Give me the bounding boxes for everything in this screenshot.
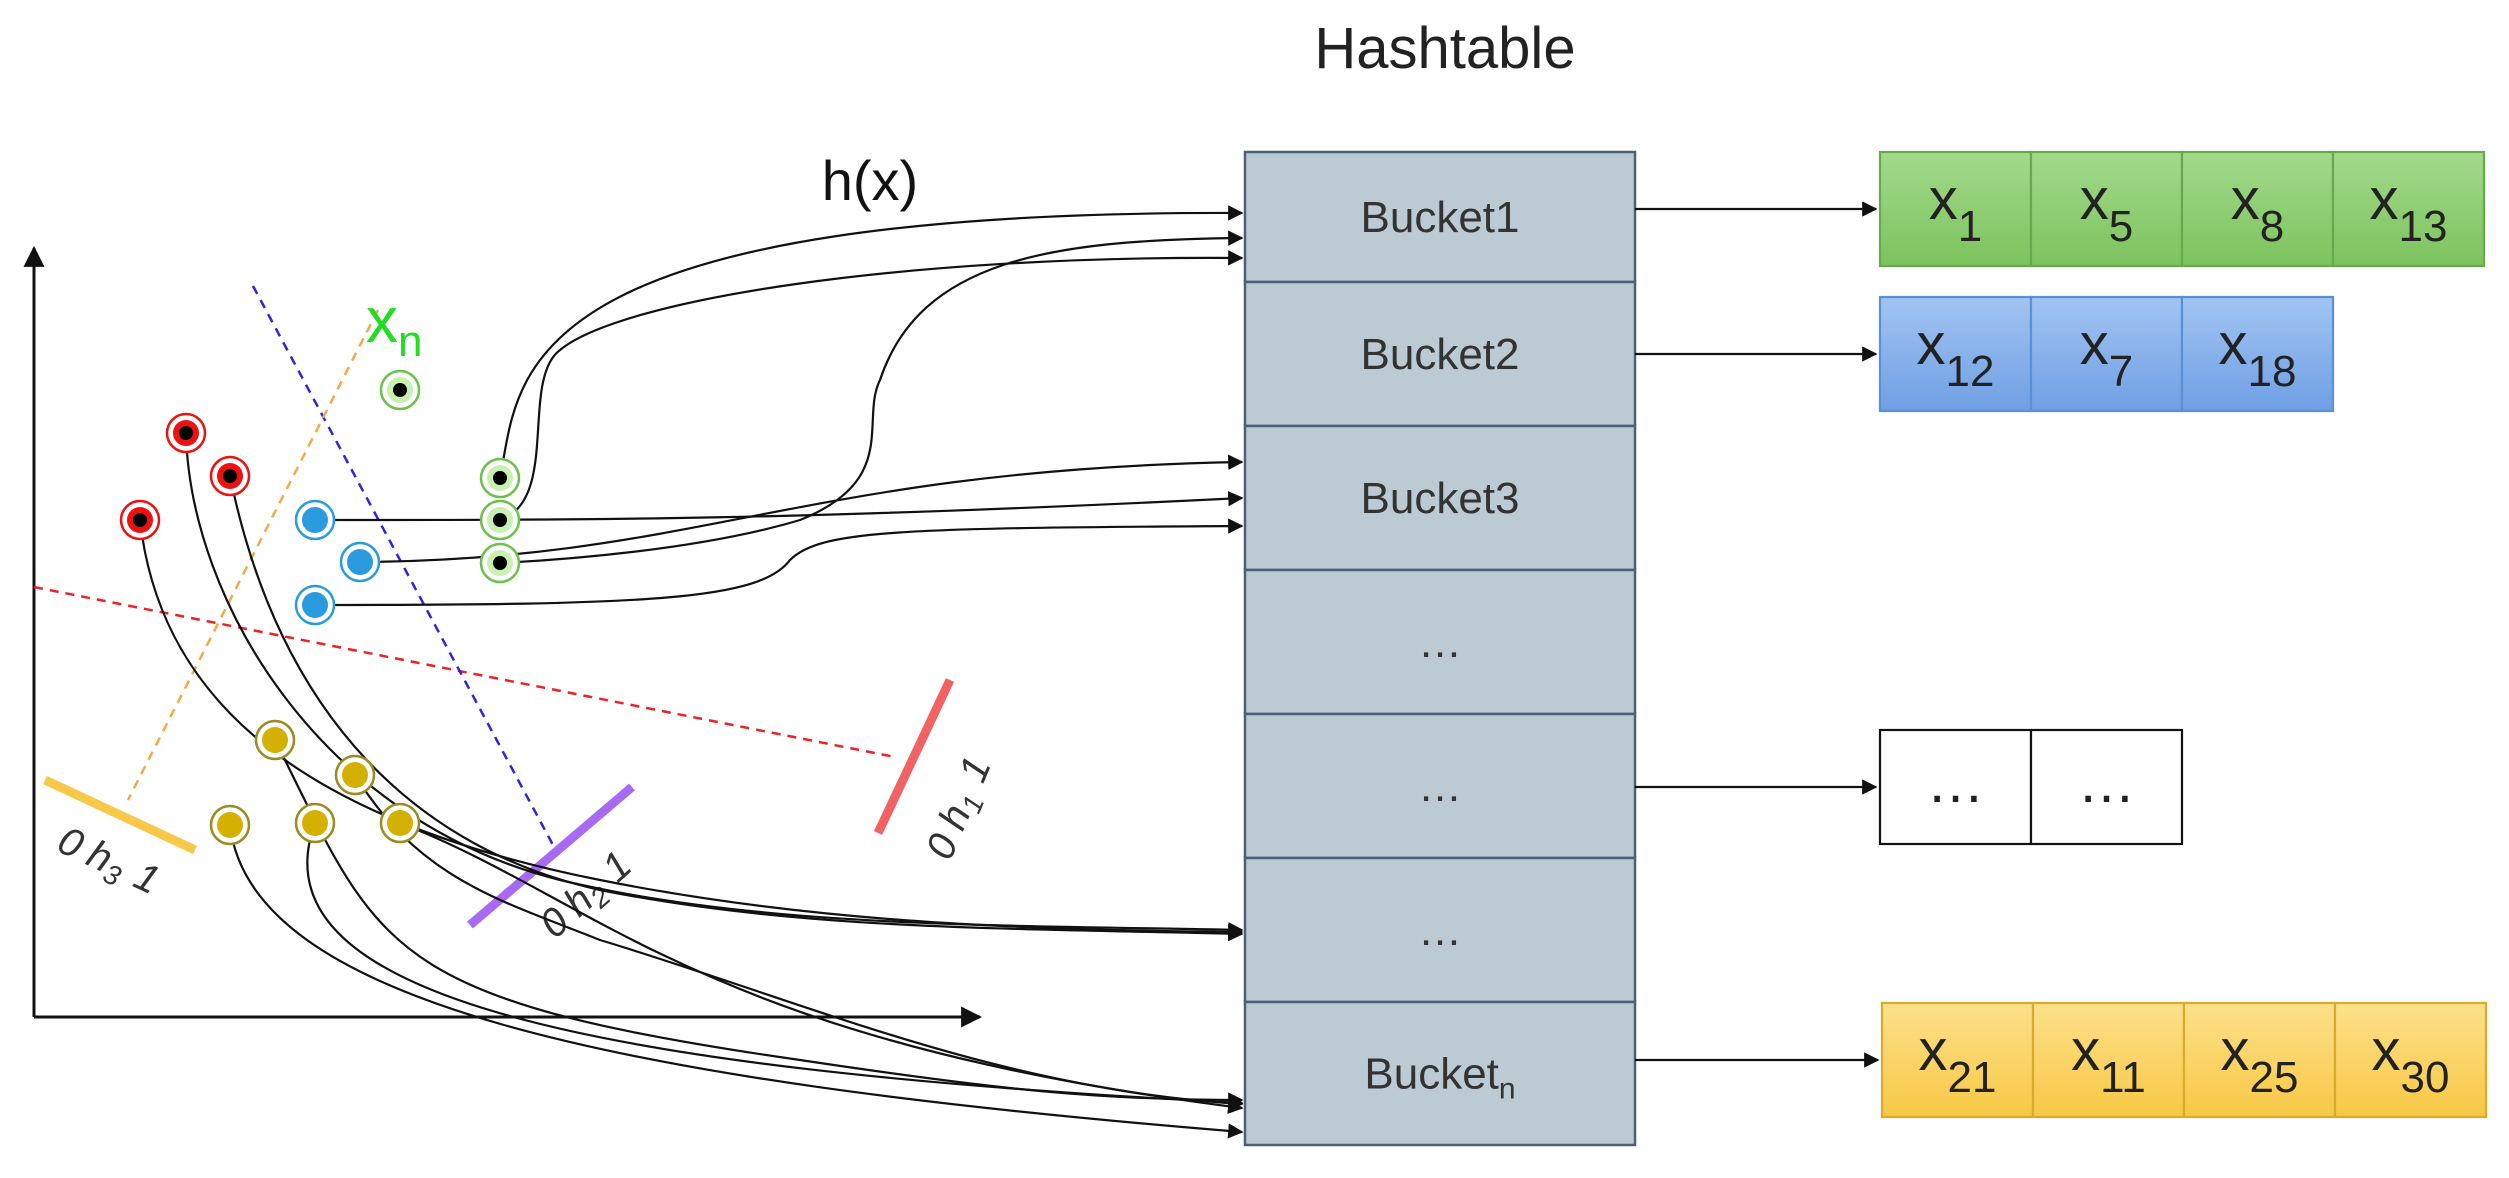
hyperplane-h2: [467, 783, 635, 929]
chain-cell: x30: [2333, 1001, 2488, 1119]
chain-green: x1 x5 x8 x13: [1635, 150, 2486, 268]
data-point: [379, 369, 421, 411]
chain-cell: x12: [1878, 295, 2033, 413]
curve-green-to-bucket1: [499, 250, 1244, 522]
bucket-row: …: [1243, 856, 1637, 1004]
chain-item-label: x21: [1919, 1018, 1997, 1102]
curve-green-to-bucket1: [499, 230, 1244, 565]
bucket-row: Bucket1: [1243, 150, 1637, 284]
bucket-row: …: [1243, 568, 1637, 716]
chain-item-label: x7: [2080, 312, 2133, 396]
curve-red-to-bucket6: [138, 519, 1244, 940]
bucket-label: Bucket3: [1361, 474, 1520, 523]
bucket-label: …: [1418, 762, 1462, 811]
data-point: [479, 542, 521, 584]
bucket-row: Bucket2: [1243, 280, 1637, 428]
data-point: [294, 584, 336, 626]
bucket-row: …: [1243, 712, 1637, 860]
curve-yellow-to-bucketn: [354, 774, 1244, 1111]
chain-item-label: …: [1927, 750, 1985, 815]
hyperplane-normals: [33, 285, 896, 846]
purple-dashed-line: [251, 285, 555, 846]
hyperplane-h1: [873, 678, 955, 835]
chain-item-label: x8: [2231, 167, 2284, 251]
chain-blue: x12 x7 x18: [1635, 295, 2335, 413]
chain-item-label: x30: [2372, 1018, 2450, 1102]
hyperplane-label-h1: 0h11: [918, 750, 1005, 867]
red-dashed-line: [33, 585, 896, 759]
hyperplanes: [43, 678, 955, 929]
chain-item-label: x5: [2080, 167, 2133, 251]
chain-cell: x13: [2331, 150, 2486, 268]
data-point: [294, 499, 336, 541]
bucket-label: Bucket1: [1361, 193, 1520, 242]
coordinate-axes: [23, 245, 983, 1028]
bucket-label: …: [1418, 618, 1462, 667]
curve-yellow-to-bucketn: [228, 824, 1244, 1139]
chain-cell: x7: [2029, 295, 2184, 413]
data-point: [119, 499, 161, 541]
chain-item-label: x11: [2071, 1018, 2146, 1102]
curve-yellow-to-bucketn: [399, 821, 1244, 1114]
chain-cell: x18: [2180, 295, 2335, 413]
chain-yellow: x21 x11 x25 x30: [1635, 1001, 2488, 1119]
curve-red-to-bucket6: [184, 432, 1244, 938]
bucket-label: …: [1418, 906, 1462, 955]
curve-red-to-bucket6: [228, 475, 1244, 942]
data-point: [294, 802, 336, 844]
data-point: [209, 455, 251, 497]
chain-cell: x25: [2182, 1001, 2337, 1119]
chain-cell: x5: [2029, 150, 2184, 268]
data-point: [379, 802, 421, 844]
chain-cell: x21: [1880, 1001, 2035, 1119]
chain-cell: …: [1878, 728, 2033, 846]
curve-yellow-to-bucketn: [306, 822, 1244, 1110]
chain-item-label: x1: [1929, 167, 1982, 251]
data-point: [479, 499, 521, 541]
data-point: [479, 457, 521, 499]
bucket-label: Bucketn: [1364, 1050, 1515, 1106]
hyperplane-h3: [43, 775, 197, 855]
data-point: [334, 754, 376, 796]
curve-blue-to-bucket3: [314, 518, 1244, 607]
data-point: [254, 719, 296, 761]
chain-cell: …: [2029, 728, 2184, 846]
data-point: [165, 412, 207, 454]
bucket-row: Bucketn: [1243, 1000, 1637, 1147]
data-point: [209, 804, 251, 846]
hash-function-label: h(x): [822, 149, 918, 212]
chain-item-label: x18: [2219, 312, 2297, 396]
curve-blue-to-bucket3: [314, 490, 1244, 522]
chain-cell: x11: [2031, 1001, 2186, 1119]
curve-green-to-bucket1: [498, 205, 1244, 479]
chain-white: ……: [1635, 728, 2184, 846]
bucket-row: Bucket3: [1243, 424, 1637, 572]
data-point: [339, 541, 381, 583]
chain-cell: x1: [1878, 150, 2033, 268]
orange-dashed-line: [126, 309, 380, 801]
diagram-title: Hashtable: [1314, 16, 1575, 81]
bucket-label: Bucket2: [1361, 330, 1520, 379]
hash-mapping-curves: [138, 205, 1244, 1139]
point-label-xn: xn: [366, 284, 422, 366]
chain-item-label: …: [2078, 750, 2136, 815]
chain-item-label: x12: [1917, 312, 1995, 396]
chain-item-label: x25: [2221, 1018, 2299, 1102]
curve-yellow-to-bucketn: [274, 739, 1244, 1108]
chain-cell: x8: [2180, 150, 2335, 268]
data-points: [119, 369, 521, 846]
chain-item-label: x13: [2370, 167, 2448, 251]
